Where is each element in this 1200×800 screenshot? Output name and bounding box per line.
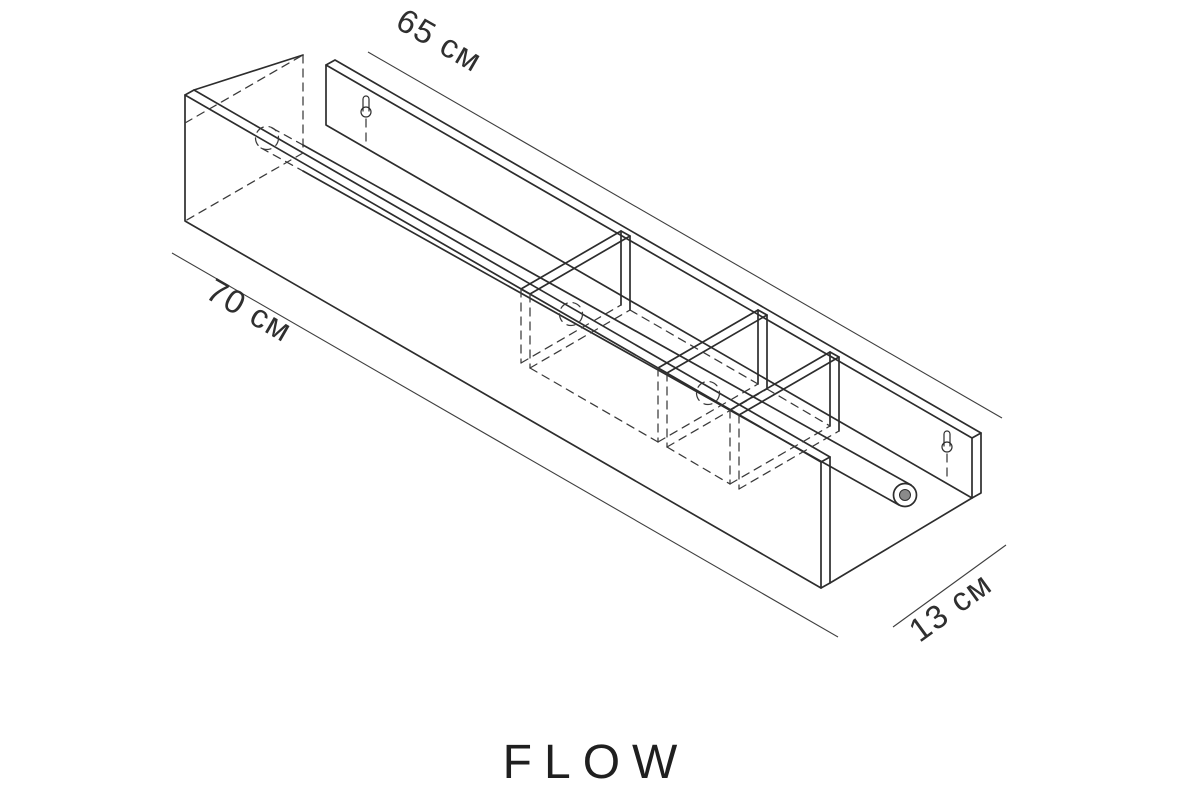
towel-rail [302,144,918,508]
keyhole-bracket-right-icon [941,430,953,453]
left-end-panel-hidden [184,54,304,222]
dimension-line-top [367,51,1003,419]
dimension-label-right: 13 см [902,565,999,649]
front-panel [184,54,973,589]
divider-3 [729,351,840,432]
dimension-lines [171,51,1007,638]
keyhole-bracket-left-icon [360,95,372,118]
product-title: FLOW [503,736,690,789]
compartment-bottom-hidden [529,309,831,485]
keyhole-hidden-slots [365,118,948,478]
divider-2-hidden [657,367,768,448]
dimension-line-right [892,544,1007,628]
towel-rail-hidden [254,125,721,406]
wall-panel [325,59,982,499]
divider-1 [520,230,631,311]
divider-2 [657,309,768,390]
divider-3-hidden [729,409,840,490]
dimension-label-left: 70 см [200,271,299,349]
divider-1-hidden [520,288,631,369]
towel-rail-end-cap [899,489,911,501]
dimension-label-top: 65 см [390,1,489,79]
dimension-line-left [171,252,839,638]
